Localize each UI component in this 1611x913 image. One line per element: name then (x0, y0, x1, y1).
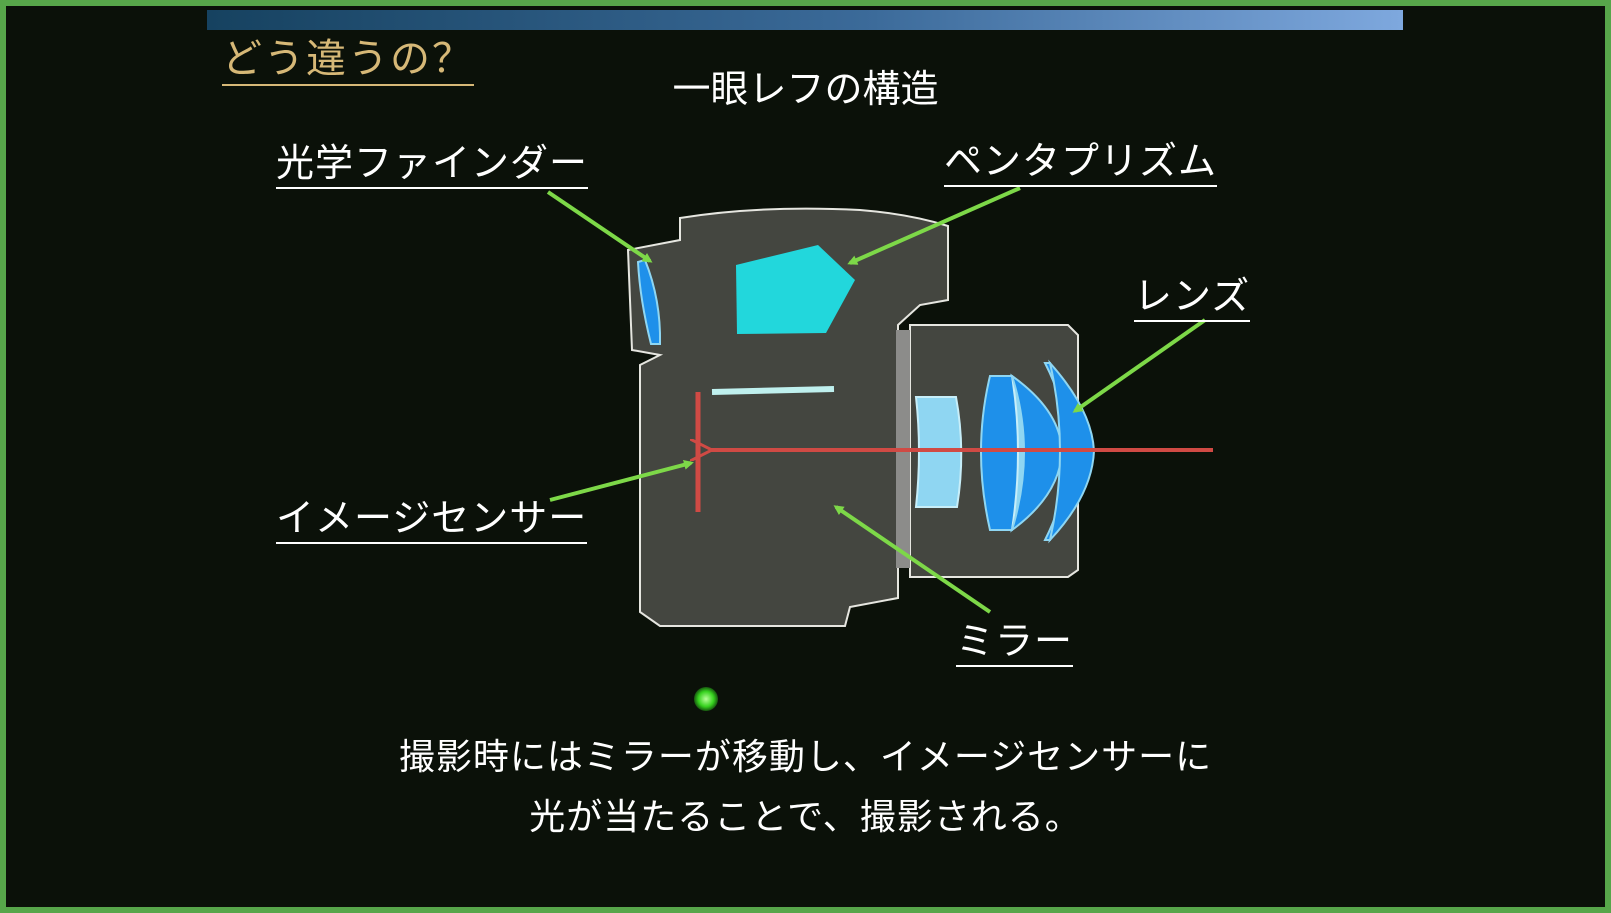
top-gradient-bar (207, 10, 1403, 30)
lens-element-4 (1010, 373, 1064, 533)
lens-label: レンズ (1134, 274, 1251, 322)
camera-body (626, 207, 949, 627)
caption: 撮影時にはミラーが移動し、イメージセンサーに 光が当たることで、撮影される。 (0, 728, 1611, 848)
sensor-pointer-arrow (549, 459, 694, 502)
laser-pointer-dot (694, 687, 718, 711)
mirror-label: ミラー (956, 619, 1074, 667)
optical-finder-label: 光学ファインダー (276, 141, 589, 189)
prism-pointer-arrow (847, 186, 1021, 265)
mirror-shape (711, 386, 835, 395)
image-sensor-label: イメージセンサー (276, 496, 588, 544)
caption-line-2: 光が当たることで、撮影される。 (529, 797, 1082, 838)
slide-heading: どう違うの？ (222, 36, 474, 86)
pentaprism-shape (736, 245, 855, 334)
pentaprism-label: ペンタプリズム (944, 139, 1218, 187)
finder-eyepiece-lens (636, 258, 662, 345)
mirror-pointer-arrow (833, 505, 992, 614)
caption-line-1: 撮影時にはミラーが移動し、イメージセンサーに (398, 737, 1213, 778)
finder-pointer-arrow (546, 190, 653, 263)
diagram-title: 一眼レフの構造 (672, 67, 939, 111)
lens-pointer-arrow (1072, 318, 1207, 413)
